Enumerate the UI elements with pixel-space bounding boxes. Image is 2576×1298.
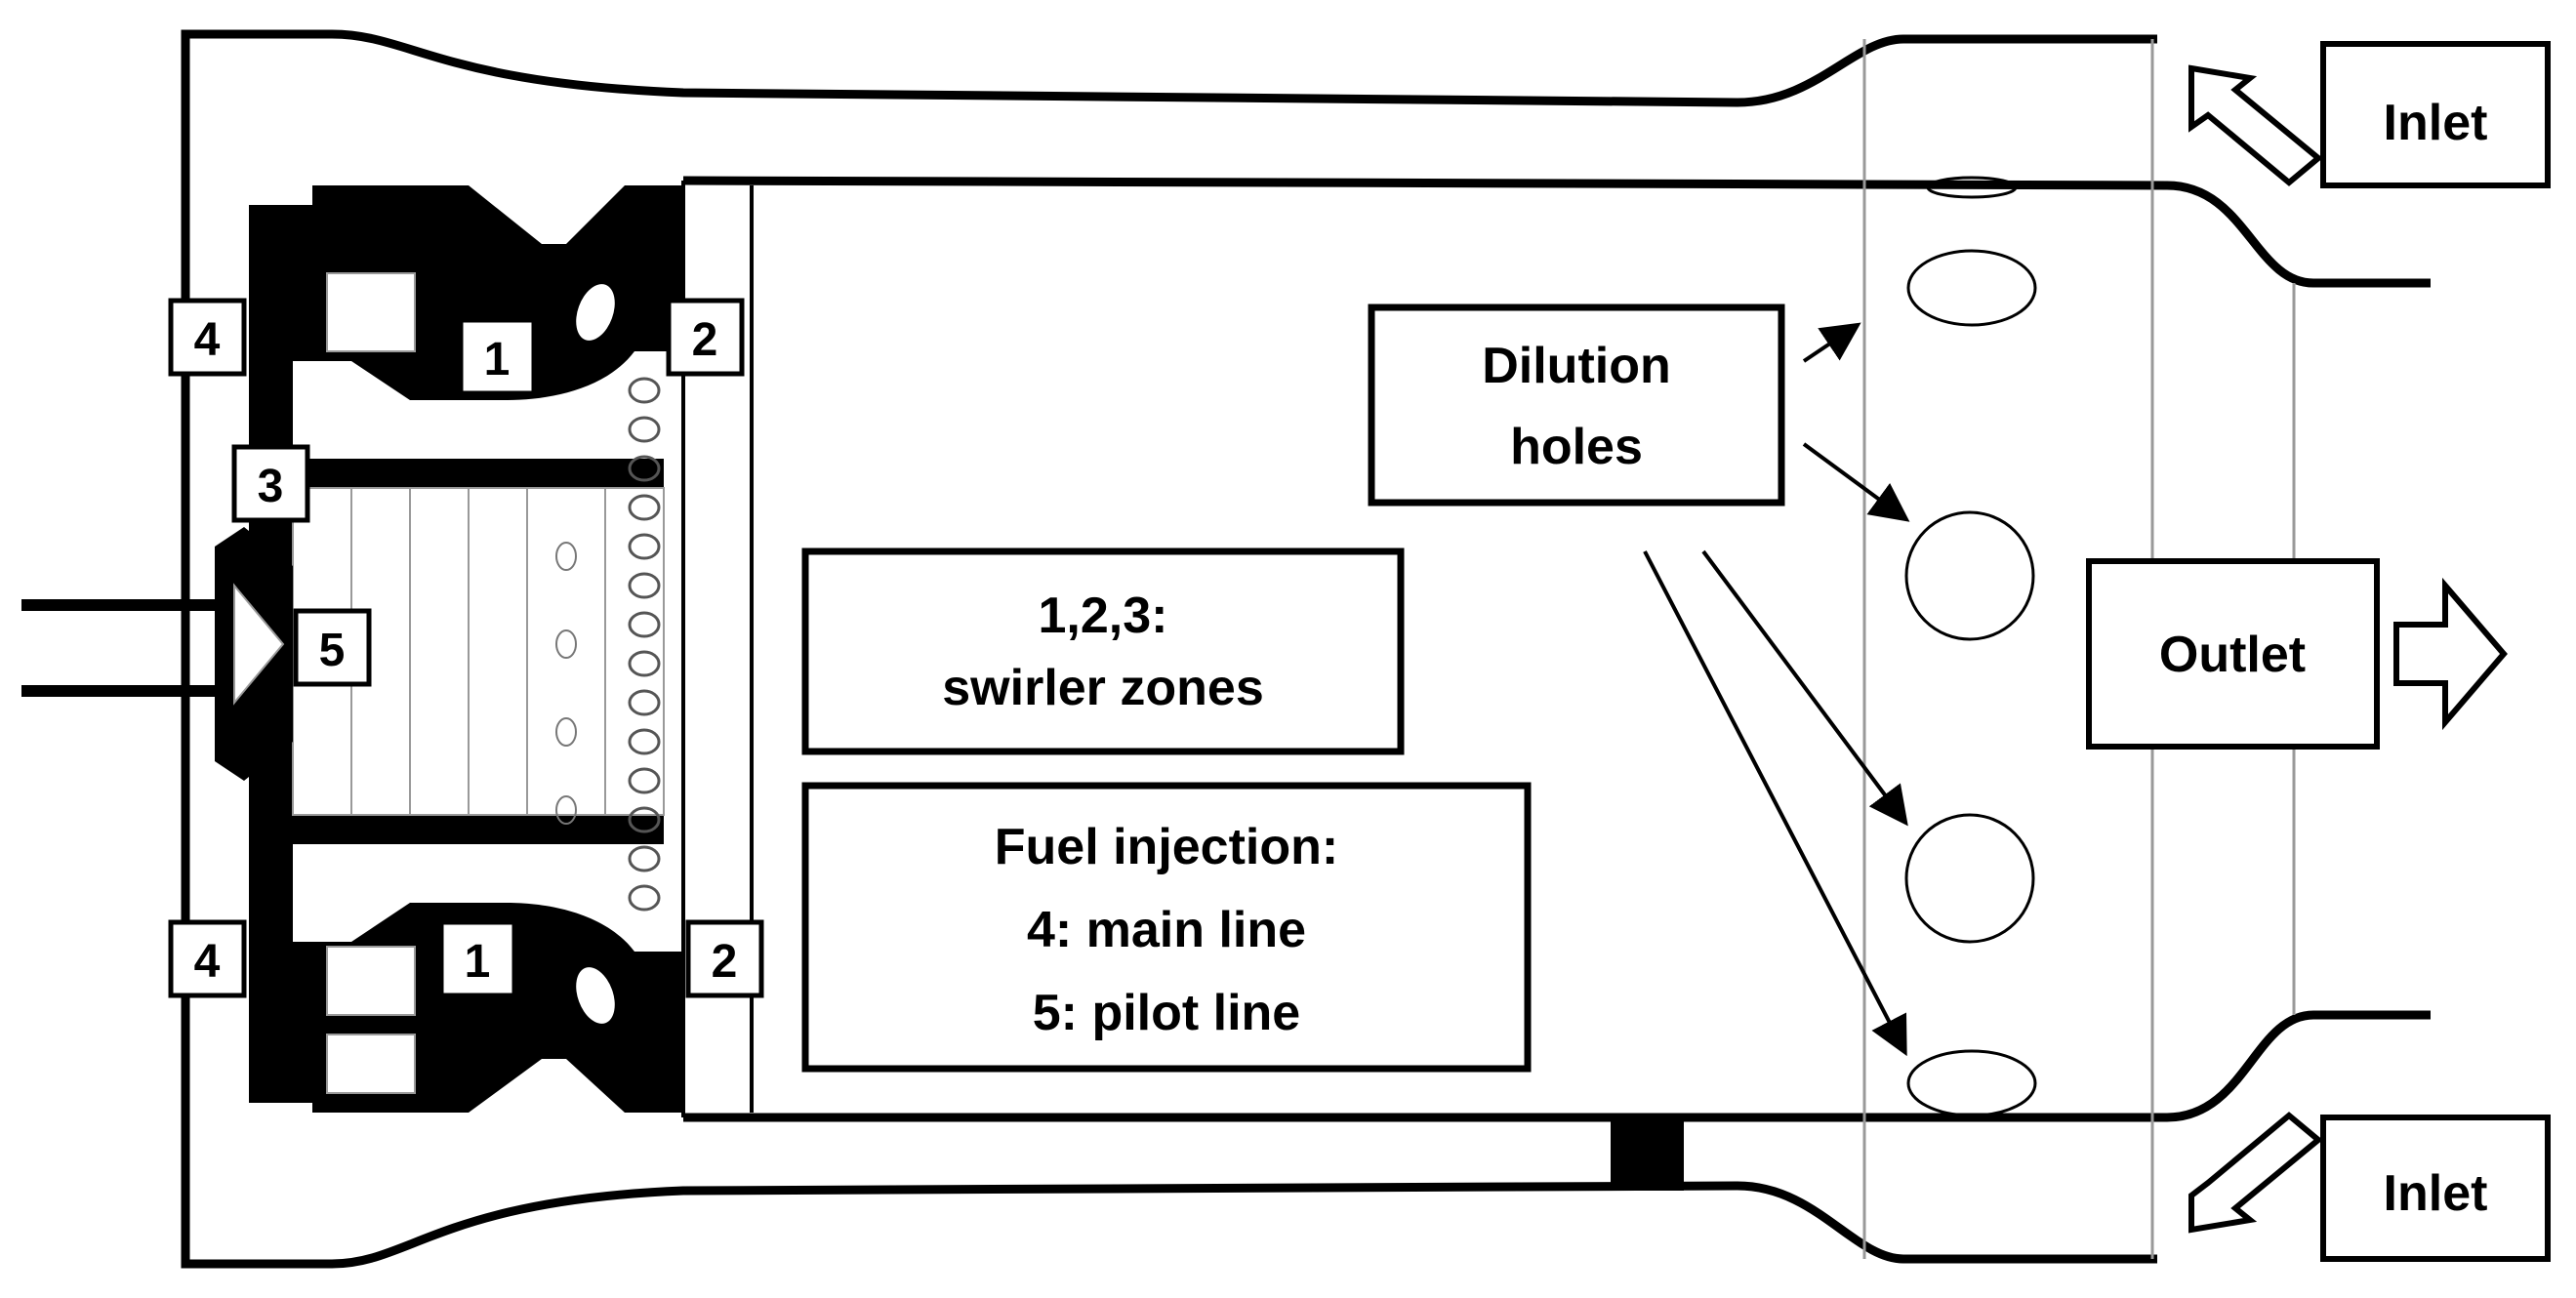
marker-3: 3 <box>231 444 310 523</box>
fuel-injection-box: Fuel injection: 4: main line 5: pilot li… <box>801 782 1532 1073</box>
swirler-zones-line1: 1,2,3: <box>1039 588 1168 644</box>
dilution-arrow <box>1802 322 1861 363</box>
swirler-zones-line2: swirler zones <box>942 660 1263 716</box>
marker-label: 4 <box>194 936 221 988</box>
marker-1-top: 1 <box>458 317 537 396</box>
marker-label: 2 <box>692 314 718 366</box>
outer-casing <box>181 29 2157 1269</box>
fuel-injection-line1: Fuel injection: <box>995 819 1338 875</box>
inlet-arrow-icon <box>2188 64 2323 186</box>
dilution-hole <box>1906 1049 2037 1117</box>
inlet-top-label: Inlet <box>2384 95 2488 151</box>
dilution-arrow <box>1802 442 1910 522</box>
dilution-hole <box>1904 510 2035 641</box>
dilution-arrow <box>1643 550 1907 1057</box>
marker-label: 4 <box>194 314 221 366</box>
marker-2-top: 2 <box>666 298 745 377</box>
inlet-bottom-label: Inlet <box>2384 1165 2488 1222</box>
dilution-holes-label: Dilution holes <box>1368 304 1785 507</box>
marker-4-bottom: 4 <box>168 919 247 998</box>
swirler-holes <box>555 542 577 825</box>
dilution-hole <box>1926 176 2018 199</box>
outlet-arrow-icon <box>2393 577 2508 731</box>
marker-label: 2 <box>712 936 738 988</box>
swirler-zones-box: 1,2,3: swirler zones <box>801 548 1405 755</box>
inlet-arrow-icon <box>2188 1112 2323 1234</box>
dilution-arrows <box>1643 322 1910 1057</box>
marker-2-bottom: 2 <box>685 919 764 998</box>
support-strut <box>1611 1117 1684 1191</box>
swirler-coil <box>628 377 661 912</box>
marker-1-bottom: 1 <box>438 919 517 998</box>
outlet-label: Outlet <box>2159 627 2306 683</box>
dilution-line1: Dilution <box>1482 338 1671 394</box>
outlet: Outlet <box>2086 558 2508 750</box>
marker-label: 1 <box>484 334 511 385</box>
fuel-injection-line2: 4: main line <box>1027 902 1306 958</box>
dilution-hole <box>1904 813 2035 944</box>
marker-label: 3 <box>258 461 284 512</box>
marker-5: 5 <box>293 608 372 687</box>
pilot-fuel-line <box>21 527 293 781</box>
number-markers: 4 1 2 3 5 4 1 2 <box>168 298 764 998</box>
marker-label: 1 <box>465 936 491 988</box>
dilution-hole <box>1906 249 2037 327</box>
dilution-arrow <box>1701 549 1908 827</box>
marker-label: 5 <box>319 625 346 676</box>
dilution-holes <box>1904 176 2037 1117</box>
inlet-top: Inlet <box>2188 41 2551 188</box>
inlet-bottom: Inlet <box>2188 1112 2551 1262</box>
marker-4-top: 4 <box>168 298 247 377</box>
fuel-injection-line3: 5: pilot line <box>1033 985 1300 1041</box>
dilution-line2: holes <box>1510 419 1643 475</box>
